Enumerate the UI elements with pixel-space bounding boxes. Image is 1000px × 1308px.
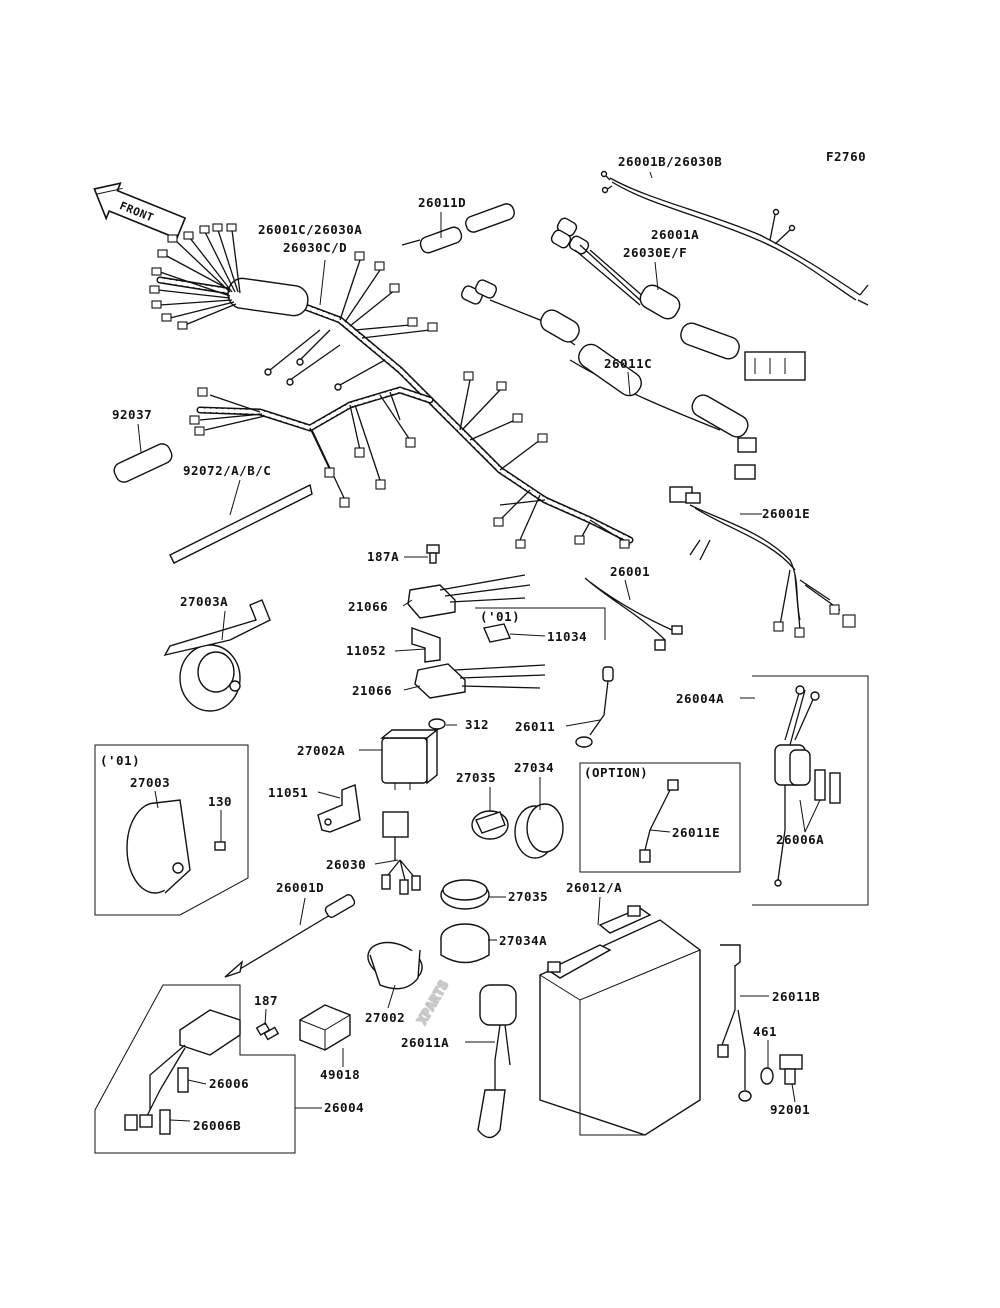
label-26001b-26030b: 26001B/26030B — [618, 154, 722, 169]
label-26004: 26004 — [324, 1100, 364, 1115]
label-27003a: 27003A — [180, 594, 228, 609]
part-92001 — [779, 1054, 803, 1085]
part-26011c — [460, 279, 757, 480]
label-27002: 27002 — [365, 1010, 405, 1025]
label-26011d: 26011D — [418, 195, 466, 210]
label-461: 461 — [753, 1024, 777, 1039]
label-26011b: 26011B — [772, 989, 820, 1004]
part-27035-lower — [440, 879, 490, 910]
label-26030e-f: 26030E/F — [623, 245, 687, 260]
label-option: (OPTION) — [584, 765, 648, 780]
label-49018: 49018 — [320, 1067, 360, 1082]
label-26006b: 26006B — [193, 1118, 241, 1133]
label-01-11034: ('01) — [480, 609, 520, 624]
label-26011: 26011 — [515, 719, 555, 734]
label-312: 312 — [465, 717, 489, 732]
part-21066-lower — [414, 663, 546, 699]
part-187 — [255, 1022, 280, 1041]
label-27003: 27003 — [130, 775, 170, 790]
part-26011b — [717, 944, 752, 1102]
part-27034 — [514, 803, 564, 859]
part-187a — [426, 544, 440, 564]
part-27035-upper — [471, 810, 509, 840]
part-27034a — [440, 923, 490, 964]
part-27003-horn — [126, 799, 226, 894]
part-26011e — [639, 779, 679, 863]
bracket-box-11034 — [475, 607, 606, 640]
label-27034: 27034 — [514, 760, 554, 775]
watermark-text: XPARTS — [414, 977, 451, 1026]
label-92072: 92072/A/B/C — [183, 463, 271, 478]
label-27035-upper: 27035 — [456, 770, 496, 785]
label-27034a: 27034A — [499, 933, 547, 948]
part-92072 — [169, 483, 313, 564]
label-26012-a: 26012/A — [566, 880, 622, 895]
label-21066-upper: 21066 — [348, 599, 388, 614]
label-187a: 187A — [367, 549, 399, 564]
part-26006b — [159, 1109, 171, 1135]
label-26011a: 26011A — [401, 1035, 449, 1050]
part-27002 — [367, 941, 423, 990]
label-26006a: 26006A — [776, 832, 824, 847]
part-21066-upper — [407, 574, 531, 619]
part-27002a-relay — [380, 728, 439, 790]
part-26001 — [584, 577, 683, 651]
label-26030: 26030 — [326, 857, 366, 872]
part-11034 — [483, 623, 511, 643]
part-312 — [428, 718, 446, 730]
box-27003 — [94, 744, 249, 916]
box-26004 — [94, 984, 296, 1154]
part-11052 — [411, 627, 441, 663]
part-26011a — [477, 984, 517, 1139]
label-26001e: 26001E — [762, 506, 810, 521]
label-130: 130 — [208, 794, 232, 809]
label-26011c: 26011C — [604, 356, 652, 371]
box-26004a — [752, 675, 869, 906]
label-92001: 92001 — [770, 1102, 810, 1117]
part-26004 — [124, 1009, 241, 1131]
part-26001a — [550, 217, 806, 381]
box-option — [579, 762, 741, 873]
label-11052: 11052 — [346, 643, 386, 658]
part-27003a-horn — [163, 599, 271, 712]
label-26001c-26030a: 26001C/26030A — [258, 222, 362, 237]
label-26001d: 26001D — [276, 880, 324, 895]
label-187: 187 — [254, 993, 278, 1008]
part-26001d — [224, 894, 356, 978]
part-461 — [760, 1067, 774, 1085]
part-26006a — [814, 769, 841, 804]
label-26011e: 26011E — [672, 825, 720, 840]
label-01-27003: ('01) — [100, 753, 140, 768]
part-49018 — [299, 1004, 351, 1051]
front-arrow-icon: FRONT — [93, 182, 187, 240]
part-26001e — [669, 486, 856, 638]
part-92037 — [113, 443, 173, 483]
main-wiring-harness — [149, 223, 634, 549]
label-11051: 11051 — [268, 785, 308, 800]
part-labels: 26001B/26030B 26011D 26001C/26030A 26030… — [100, 154, 824, 1133]
part-11051 — [317, 784, 361, 833]
part-26030 — [381, 811, 421, 895]
part-26011 — [575, 666, 614, 748]
label-26004a: 26004A — [676, 691, 724, 706]
label-26006: 26006 — [209, 1076, 249, 1091]
label-26001a: 26001A — [651, 227, 699, 242]
harness-26001b — [600, 170, 869, 306]
watermark: XPARTS — [413, 976, 452, 1027]
part-26006 — [177, 1067, 189, 1093]
part-26011d — [401, 203, 515, 254]
label-26001: 26001 — [610, 564, 650, 579]
leader-lines — [137, 171, 821, 1122]
label-27002a: 27002A — [297, 743, 345, 758]
part-26012-battery — [539, 905, 701, 1136]
label-11034: 11034 — [547, 629, 587, 644]
label-92037: 92037 — [112, 407, 152, 422]
label-21066-lower: 21066 — [352, 683, 392, 698]
figure-code: F2760 — [826, 149, 866, 164]
label-26030c-d: 26030C/D — [283, 240, 347, 255]
part-26004a — [774, 685, 820, 887]
label-27035-lower: 27035 — [508, 889, 548, 904]
